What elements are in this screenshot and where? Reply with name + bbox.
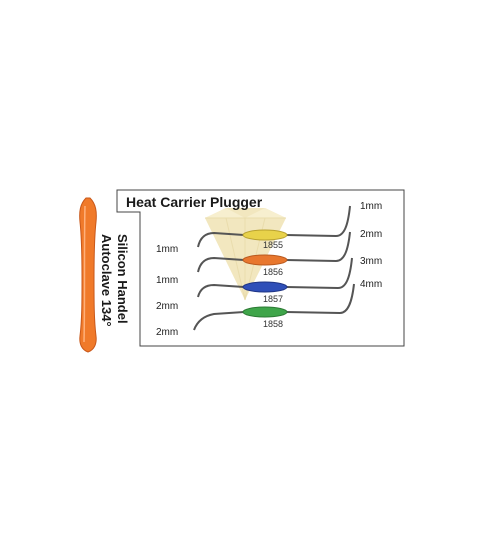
code-1858: 1858: [263, 319, 284, 329]
left-size-1856: 1mm: [156, 275, 179, 286]
silicone-handle-icon: [79, 197, 97, 353]
right-size-1856: 2mm: [360, 229, 383, 240]
instrument-1857: [197, 257, 353, 298]
code-1856: 1856: [263, 267, 284, 277]
left-size-1858: 2mm: [156, 327, 179, 338]
instrument-1858: [193, 283, 355, 331]
instrument-1856: [197, 231, 351, 273]
left-size-1855: 1mm: [156, 244, 179, 255]
instrument-1855: [197, 205, 351, 248]
right-size-1855: 1mm: [360, 201, 383, 212]
handle-material-label: Silicon Handel: [115, 234, 130, 324]
catalog-title: Heat Carrier Plugger: [126, 194, 263, 210]
autoclave-label: Autoclave 134°: [99, 234, 114, 327]
catalog-frame: [116, 189, 405, 347]
code-1855: 1855: [263, 240, 284, 250]
code-1857: 1857: [263, 294, 284, 304]
right-size-1857: 3mm: [360, 256, 383, 267]
left-size-1857: 2mm: [156, 301, 179, 312]
right-size-1858: 4mm: [360, 279, 383, 290]
